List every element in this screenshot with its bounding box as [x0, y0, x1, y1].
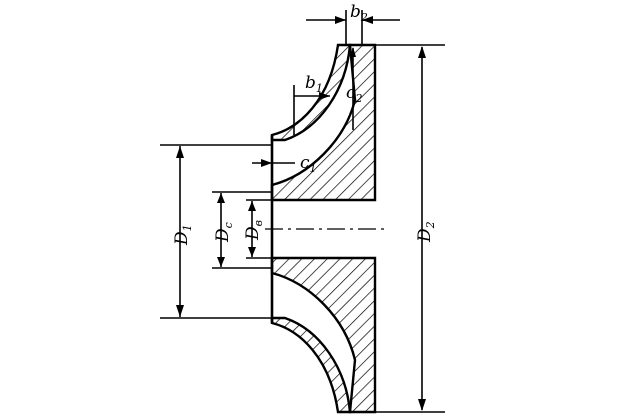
label-b1: b1 — [305, 73, 323, 95]
label-dv: Dв — [243, 220, 265, 241]
label-b2: b2 — [350, 2, 368, 24]
front-shroud-lower — [270, 316, 352, 414]
front-shroud-upper — [270, 43, 352, 142]
label-dc: Dc — [213, 222, 235, 243]
label-d2: D2 — [415, 221, 437, 243]
label-c2: c2 — [346, 83, 363, 105]
hub-lower-section — [270, 256, 377, 414]
label-c1: c1 — [300, 153, 317, 175]
label-d1: D1 — [172, 224, 194, 246]
hub-upper-section — [270, 43, 377, 202]
